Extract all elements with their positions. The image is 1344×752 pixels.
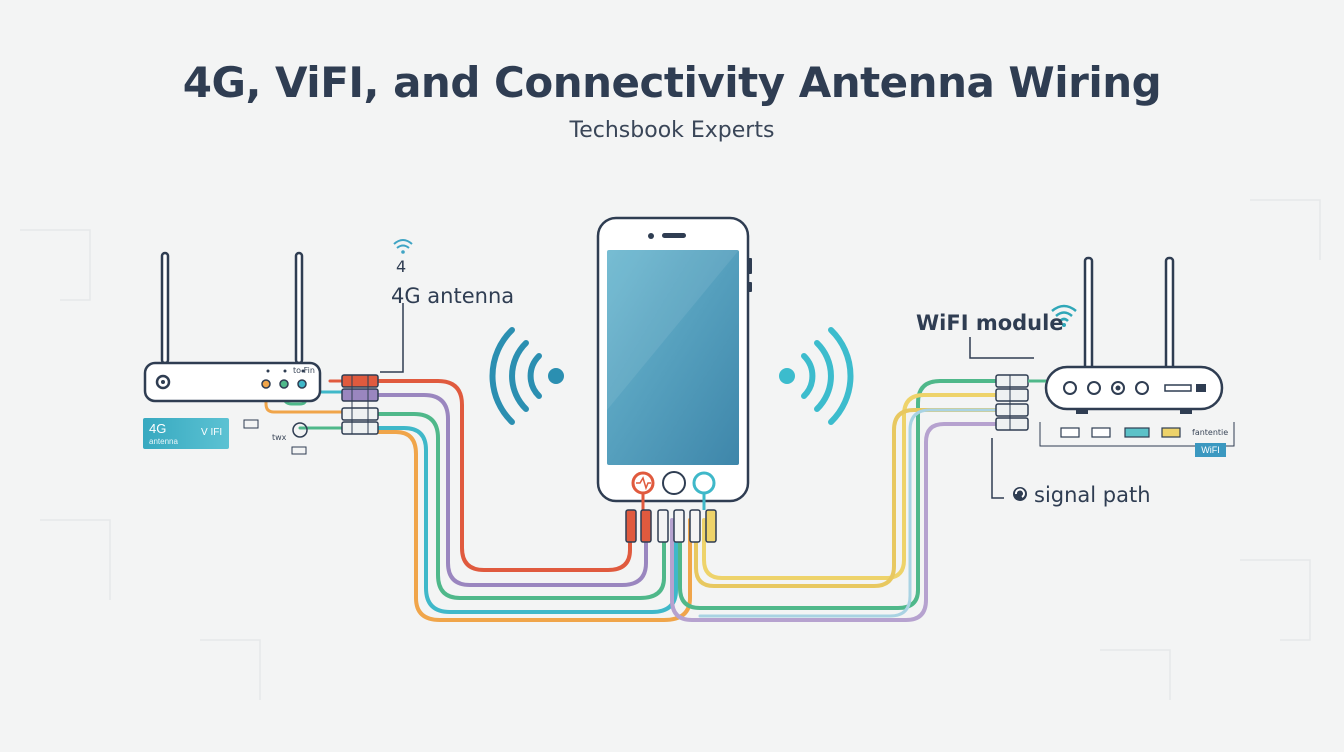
left-connectors [341,374,379,435]
right-connectors [995,374,1046,431]
right-router [1039,256,1235,447]
page-subtitle: Techsbook Experts [569,118,775,143]
badge-main-text: 4G [149,421,167,436]
antenna-4g-label: 4G antenna [391,284,515,308]
router-port-label: to Fin [293,366,315,375]
left-router [143,251,322,455]
signal-waves-right [779,327,854,425]
signal-path-callout [991,438,1027,501]
right-wire-bundle [670,379,998,622]
signal-path-label: signal path [1034,483,1151,507]
antenna-badge: 4G antenna V IFI [143,418,229,449]
right-router-small-label: fantentie [1192,428,1229,437]
antenna-4g-number: 4 [396,257,407,276]
phone-connectors [625,509,717,543]
wifi-module-label: WiFI module [916,311,1064,335]
router-small-label: twx [272,433,287,442]
background-pattern [20,199,1321,700]
page-title: 4G, ViFI, and Connectivity Antenna Wirin… [182,58,1162,107]
wifi-tag: WiFI [1195,443,1226,457]
badge-sub-text: antenna [149,437,178,446]
badge-right-text: V IFI [201,427,223,438]
antenna-4g-callout [380,239,413,373]
smartphone [596,216,752,510]
wifi-module-callout [969,304,1077,359]
signal-waves-left [489,327,564,425]
